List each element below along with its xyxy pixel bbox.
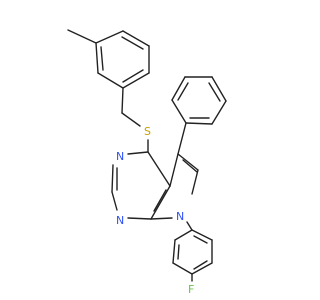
atom-fluorine: F xyxy=(188,283,194,296)
bond-pyrrole xyxy=(191,169,199,195)
bond-phenyl xyxy=(211,100,227,125)
bond-pyrrole xyxy=(177,153,199,171)
bond-pyrimidine xyxy=(127,151,149,155)
bond-ch2-s xyxy=(121,112,141,127)
bond-pyrimidine xyxy=(111,191,118,211)
bond-tolyl-inner xyxy=(121,36,144,50)
bond-phenyl-attach xyxy=(177,122,187,155)
molecule-structure: S N N N F xyxy=(67,29,227,296)
bond-fluorophenyl xyxy=(172,239,176,264)
bond-tolyl-inner xyxy=(122,69,144,83)
bond-pyrrole xyxy=(169,153,179,187)
bond-phenyl xyxy=(171,76,186,101)
bond-fluorophenyl-inner xyxy=(193,235,208,244)
bond-tolyl xyxy=(97,72,124,89)
atom-nitrogen-pyrrole: N xyxy=(176,210,184,223)
bond-pyrimidine-inner xyxy=(153,189,167,212)
bond-phenyl xyxy=(211,76,227,102)
bond-tolyl-inner xyxy=(100,46,104,71)
atom-nitrogen-ring-top: N xyxy=(116,150,124,163)
bond-lines xyxy=(67,29,227,282)
bond-phenyl-inner xyxy=(208,82,221,102)
atom-labels: S N N N F xyxy=(116,125,194,296)
bond-fluorophenyl-inner xyxy=(193,260,208,270)
bond-pyrrole xyxy=(150,217,173,220)
bond-tolyl xyxy=(122,30,150,47)
bond-n-aryl xyxy=(186,221,193,231)
bond-pyrimidine xyxy=(127,217,152,220)
bond-tolyl xyxy=(122,72,150,89)
bond-pyrimidine xyxy=(150,185,171,220)
bond-fluorophenyl xyxy=(191,262,213,275)
bond-fluorophenyl xyxy=(174,229,193,241)
bond-phenyl xyxy=(171,99,187,124)
bond-fluorophenyl-inner xyxy=(177,244,180,260)
bond-phenyl xyxy=(185,122,213,125)
bond-pyrrole-inner xyxy=(182,159,198,173)
atom-nitrogen-ring-bottom: N xyxy=(116,214,124,227)
bond-methyl xyxy=(67,29,97,44)
bond-fluorophenyl xyxy=(191,229,213,241)
bond-tolyl xyxy=(95,30,124,44)
bond-ch2 xyxy=(121,87,124,114)
bond-pyrimidine xyxy=(147,151,171,187)
atom-sulfur: S xyxy=(144,125,151,138)
bond-phenyl-inner xyxy=(177,82,189,101)
bond-pyrimidine xyxy=(111,164,114,193)
bond-fluorophenyl xyxy=(172,262,193,275)
bond-tolyl xyxy=(95,42,99,74)
